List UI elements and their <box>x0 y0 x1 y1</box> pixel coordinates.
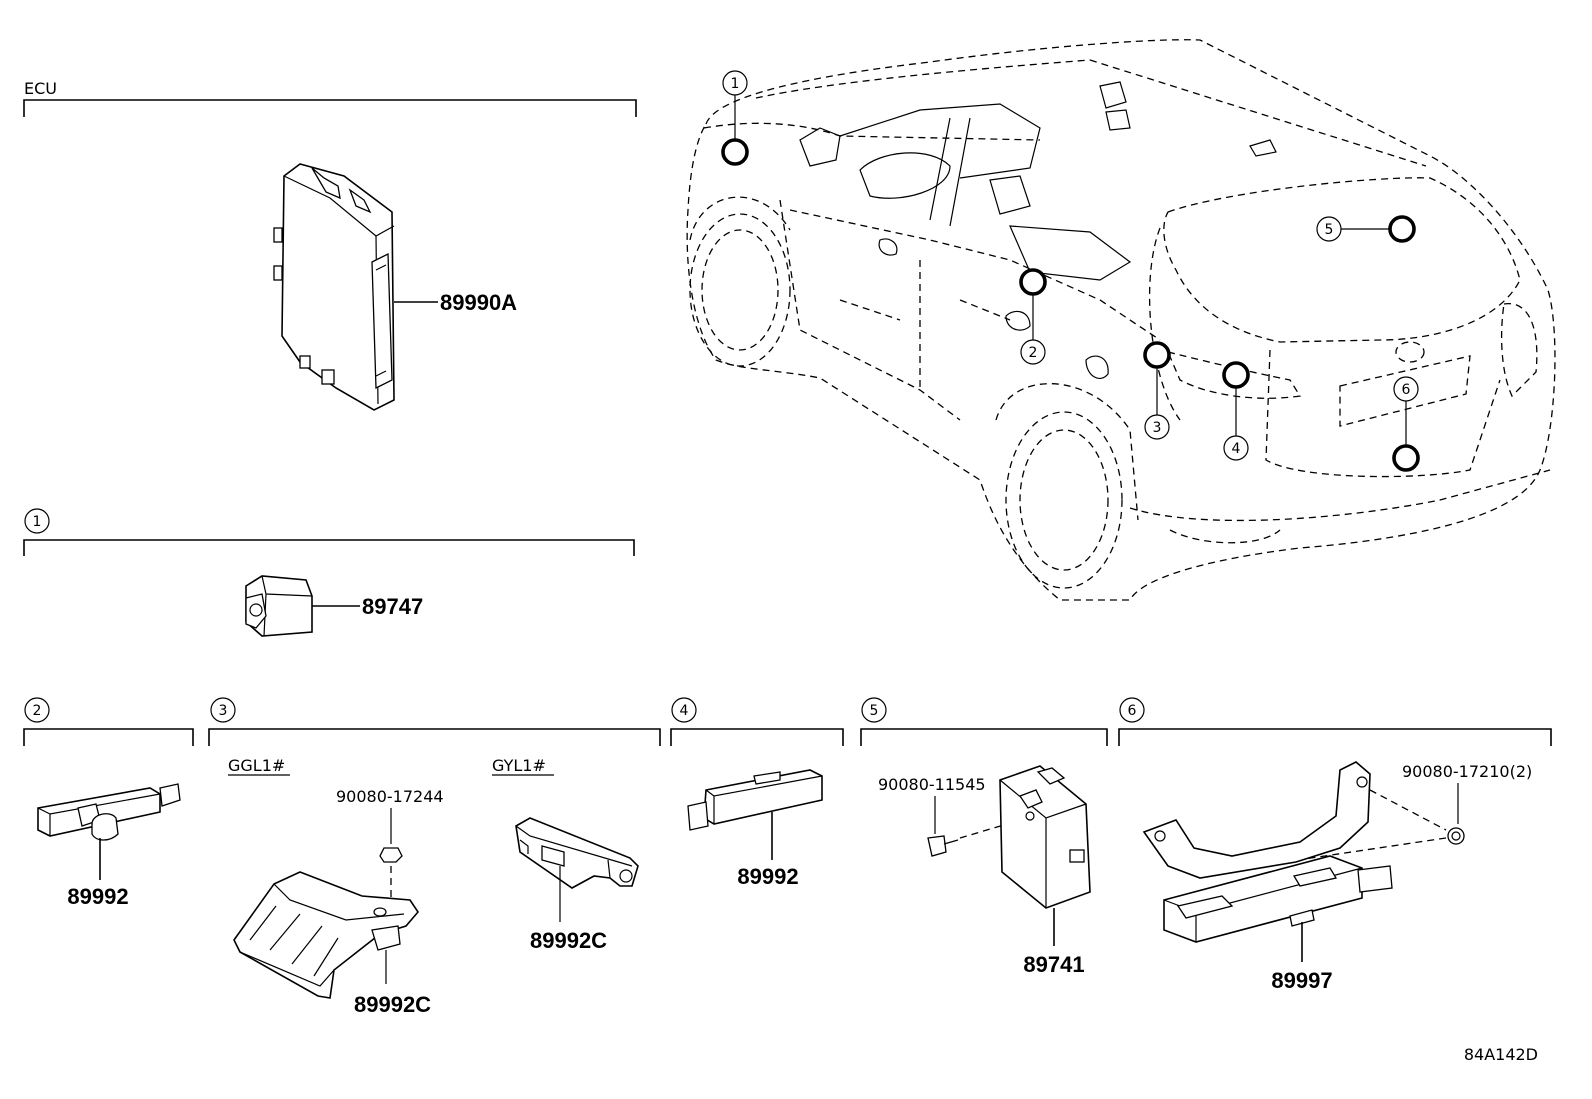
bolt-number-90080-11545: 90080-11545 <box>878 775 986 794</box>
section-2-bracket <box>23 728 194 746</box>
section-4-bracket <box>670 728 844 746</box>
section-ecu-label: ECU <box>24 79 57 98</box>
section-ecu-bracket <box>23 99 637 117</box>
svg-text:6: 6 <box>1402 382 1411 398</box>
vehicle-callout-6: 6 <box>1392 376 1420 472</box>
vehicle-drawing <box>686 39 1556 601</box>
section-6-circle <box>1119 697 1145 723</box>
variant-ggl1: GGL1# <box>228 756 285 775</box>
variant-gyl1: GYL1# <box>492 756 546 775</box>
part-number-89990a: 89990A <box>440 290 517 315</box>
antenna-89992-drawing <box>37 783 181 841</box>
section-1: 1 89747 <box>23 508 635 637</box>
vehicle-callout-2: 2 <box>1019 268 1047 365</box>
section-2-circle <box>24 697 50 723</box>
vehicle-callout-5: 5 <box>1316 215 1416 243</box>
section-2: 2 89992 <box>23 697 194 909</box>
part-number-89992-b: 89992 <box>737 864 798 889</box>
part-number-89992c-b: 89992C <box>530 928 607 953</box>
vehicle-callout-1: 1 <box>721 70 749 166</box>
part-number-89741: 89741 <box>1023 952 1084 977</box>
ecu-module-drawing <box>273 163 395 411</box>
section-3-number: 3 <box>219 703 228 719</box>
module-89741-drawing <box>999 765 1091 909</box>
section-3-bracket <box>208 728 661 746</box>
bracket-antenna-ggl1-drawing <box>233 871 420 999</box>
section-ecu: ECU 89990A <box>23 79 637 411</box>
svg-text:5: 5 <box>1325 222 1334 238</box>
section-2-number: 2 <box>33 703 42 719</box>
svg-text:4: 4 <box>1232 441 1241 457</box>
section-6-number: 6 <box>1128 703 1137 719</box>
section-5-bracket <box>860 728 1108 746</box>
bolt-number-90080-17210: 90080-17210(2) <box>1402 762 1532 781</box>
svg-text:3: 3 <box>1153 420 1162 436</box>
section-6: 6 90080-17210(2) 89997 <box>1118 697 1552 993</box>
antenna-89992-b-drawing <box>687 769 823 831</box>
part-number-89747: 89747 <box>362 594 423 619</box>
section-5-number: 5 <box>870 703 879 719</box>
bolt-number-90080-17244: 90080-17244 <box>336 787 444 806</box>
section-5-circle <box>861 697 887 723</box>
part-number-89992c-a: 89992C <box>354 992 431 1017</box>
section-5: 5 90080-11545 89741 <box>860 697 1108 977</box>
vehicle-callouts: 1 2 3 4 5 6 <box>721 70 1420 472</box>
section-1-number: 1 <box>33 514 42 530</box>
antenna-gyl1-drawing <box>515 817 639 889</box>
section-1-bracket <box>23 539 635 556</box>
section-6-bracket <box>1118 728 1552 746</box>
bracket-89997-drawing <box>1142 761 1393 943</box>
section-4-number: 4 <box>680 703 689 719</box>
part-number-89997: 89997 <box>1271 968 1332 993</box>
svg-text:2: 2 <box>1029 345 1038 361</box>
diagram-code: 84A142D <box>1464 1045 1538 1064</box>
vehicle-callout-4: 4 <box>1222 361 1250 461</box>
section-4: 4 89992 <box>670 697 844 889</box>
vehicle-callout-3: 3 <box>1143 341 1171 440</box>
part-number-89992-a: 89992 <box>67 884 128 909</box>
section-1-circle <box>24 508 50 534</box>
svg-text:1: 1 <box>731 76 740 92</box>
sensor-89747-drawing <box>245 575 313 637</box>
section-3-circle <box>210 697 236 723</box>
section-4-circle <box>671 697 697 723</box>
section-3: 3 GGL1# GYL1# 90080-17244 89992C <box>208 697 661 1017</box>
